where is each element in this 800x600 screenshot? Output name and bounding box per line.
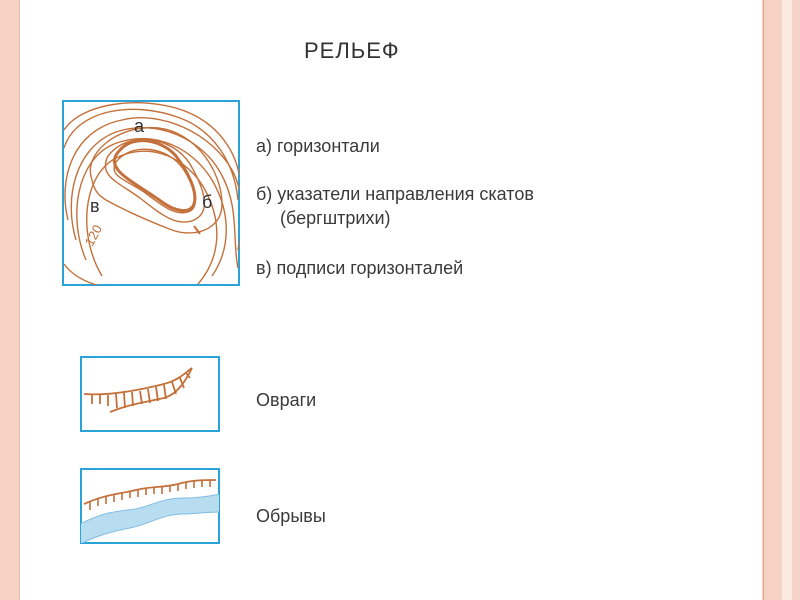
cliff-symbol — [80, 468, 220, 544]
hilltop-contour — [112, 139, 197, 212]
legend-slope-indicators-note: (бергштрихи) — [280, 208, 391, 228]
legend-contours: а) горизонтали — [256, 136, 380, 156]
ravine-lower-edge — [109, 367, 193, 413]
slide-border-right-line — [763, 0, 764, 600]
relief-map-panel: а б в 120 — [62, 100, 240, 286]
slide-border-left — [0, 0, 20, 600]
ravine-hatch — [91, 372, 191, 409]
map-letter-v: в — [90, 196, 100, 216]
cliff-hatch — [89, 480, 211, 510]
map-letter-a: а — [134, 116, 145, 136]
page-title: РЕЛЬЕФ — [304, 38, 400, 63]
ravines-panel — [80, 356, 220, 432]
contour-line — [64, 117, 239, 251]
cliffs-label: Обрывы — [256, 506, 326, 526]
contour-line — [86, 150, 218, 285]
relief-contour-map: а б в 120 — [62, 100, 240, 286]
contour-line — [89, 127, 223, 234]
contour-line — [63, 102, 239, 180]
ravine-symbol — [80, 356, 220, 432]
slide-border-right — [762, 0, 800, 600]
berg-stroke — [193, 225, 201, 235]
contour-line — [113, 148, 196, 214]
legend-slope-indicators: б) указатели направления скатов — [256, 184, 534, 204]
cliff-edge — [83, 479, 217, 505]
legend-contour-labels: в) подписи горизонталей — [256, 258, 464, 278]
cliffs-panel — [80, 468, 220, 544]
contour-line — [63, 263, 100, 285]
ravines-label: Овраги — [256, 390, 317, 410]
water-strip — [81, 493, 219, 543]
ravine-upper-edge — [83, 367, 193, 396]
map-letter-b: б — [202, 192, 212, 212]
slide-border-right-inner — [782, 0, 792, 600]
contour-line — [76, 137, 227, 277]
contour-line — [104, 138, 206, 223]
contour-line — [70, 127, 239, 269]
